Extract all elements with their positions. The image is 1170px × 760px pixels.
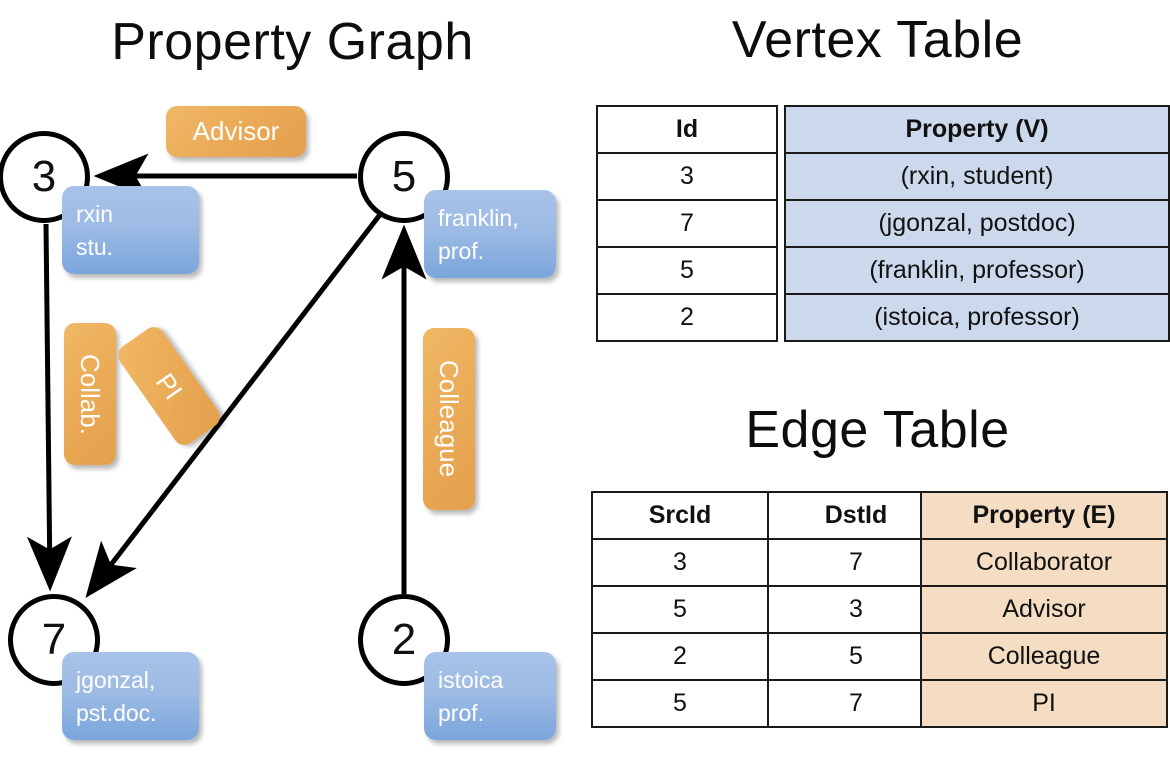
table-row: Colleague: [920, 632, 1168, 681]
edge-label-pi-text: PI: [149, 367, 189, 405]
edge-label-collab-text: Collab.: [75, 353, 105, 435]
table-row: 5 7: [591, 679, 945, 728]
vertex-id-cell: 3: [596, 152, 778, 201]
column-header-dstid: DstId: [767, 491, 945, 540]
table-row: 5: [596, 246, 778, 295]
table-row: Collaborator: [920, 538, 1168, 587]
edge-property-cell: Advisor: [920, 585, 1168, 634]
edge-property-cell: PI: [920, 679, 1168, 728]
edge-label-collab: Collab.: [64, 323, 116, 465]
column-header-srcid: SrcId: [591, 491, 769, 540]
vertex-property-cell: (istoica, professor): [784, 293, 1170, 342]
table-row: Advisor: [920, 585, 1168, 634]
table-header-row: SrcId DstId: [591, 491, 945, 540]
column-header-id: Id: [596, 105, 778, 154]
edge-label-advisor: Advisor: [166, 106, 306, 157]
section-title-edge-table: Edge Table: [745, 401, 1010, 459]
page-title-property-graph: Property Graph: [111, 13, 474, 71]
graph-node-5[interactable]: 5: [358, 131, 450, 223]
edge-label-colleague-text: Colleague: [434, 360, 464, 478]
vertex-property-line-1: franklin,: [438, 205, 519, 231]
vertex-property-line-2: pst.doc.: [76, 699, 157, 726]
vertex-property-cell: (franklin, professor): [784, 246, 1170, 295]
table-row: (rxin, student): [784, 152, 1170, 201]
table-row: (istoica, professor): [784, 293, 1170, 342]
vertex-property-box-5: franklin, prof.: [424, 190, 556, 278]
vertex-property-line-1: jgonzal,: [76, 667, 156, 693]
edge-label-advisor-text: Advisor: [192, 116, 280, 146]
table-row: 5 3: [591, 585, 945, 634]
edge-property-cell: Colleague: [920, 632, 1168, 681]
property-graph-panel: Property Graph 3 5 7 2 rxin stu. frankli…: [0, 13, 556, 740]
edge-table-src-dst-columns: SrcId DstId 3 7 5 3 2 5 5 7: [591, 491, 945, 728]
vertex-property-box-3: rxin stu.: [62, 186, 199, 274]
table-row: PI: [920, 679, 1168, 728]
table-row: 7: [596, 199, 778, 248]
vertex-property-line-1: rxin: [76, 201, 114, 227]
section-title-vertex-table: Vertex Table: [731, 11, 1024, 69]
vertex-property-line-1: istoica: [438, 667, 504, 693]
edge-dst-cell: 5: [767, 632, 945, 681]
vertex-property-line-2: prof.: [438, 237, 485, 264]
vertex-table-property-column: Property (V) (rxin, student) (jgonzal, p…: [784, 105, 1170, 342]
table-row: 2 5: [591, 632, 945, 681]
table-row: (franklin, professor): [784, 246, 1170, 295]
column-header-property-v: Property (V): [784, 105, 1170, 154]
edge-dst-cell: 7: [767, 538, 945, 587]
edge-label-colleague: Colleague: [423, 328, 475, 510]
table-row: (jgonzal, postdoc): [784, 199, 1170, 248]
edge-table-property-column: Property (E) Collaborator Advisor Collea…: [920, 491, 1168, 728]
column-header-property-e: Property (E): [920, 491, 1168, 540]
table-row: 3 7: [591, 538, 945, 587]
edge-src-cell: 2: [591, 632, 769, 681]
edge-src-cell: 5: [591, 585, 769, 634]
table-row: 2: [596, 293, 778, 342]
vertex-property-line-2: prof.: [438, 699, 485, 726]
edge-src-cell: 3: [591, 538, 769, 587]
table-header-row: Property (V): [784, 105, 1170, 154]
edge-3-to-7: [26, 223, 72, 592]
vertex-id-cell: 7: [596, 199, 778, 248]
edge-5-to-7: [85, 210, 384, 598]
vertex-property-box-7: jgonzal, pst.doc.: [62, 652, 199, 740]
edge-dst-cell: 3: [767, 585, 945, 634]
edge-property-cell: Collaborator: [920, 538, 1168, 587]
vertex-id-cell: 2: [596, 293, 778, 342]
graph-node-2[interactable]: 2: [358, 594, 450, 686]
vertex-id-cell: 5: [596, 246, 778, 295]
table-row: 3: [596, 152, 778, 201]
edge-dst-cell: 7: [767, 679, 945, 728]
vertex-property-box-2: istoica prof.: [424, 652, 556, 740]
graph-edges-svg: [26, 153, 427, 598]
table-header-row: Property (E): [920, 491, 1168, 540]
table-header-row: Id: [596, 105, 778, 154]
vertex-property-cell: (rxin, student): [784, 152, 1170, 201]
vertex-property-cell: (jgonzal, postdoc): [784, 199, 1170, 248]
vertex-property-line-2: stu.: [76, 233, 114, 260]
edge-src-cell: 5: [591, 679, 769, 728]
vertex-table-id-column: Id 3 7 5 2: [596, 105, 778, 342]
